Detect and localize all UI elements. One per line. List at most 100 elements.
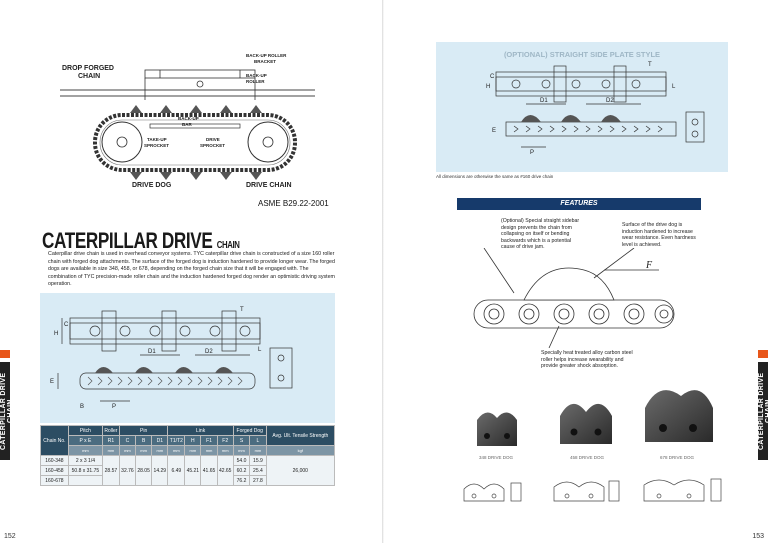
label-drive-sp-2: SPROCKET	[200, 143, 225, 148]
opt-dim-d2: D2	[606, 98, 614, 104]
optional-style-drawing: D1 D2 T L H C E P	[486, 62, 705, 156]
dim-e: E	[50, 379, 54, 385]
cell-b: 28.05	[135, 455, 153, 486]
standard-reference: ASME B29.22-2001	[258, 199, 329, 208]
dim-b: B	[80, 404, 84, 410]
unit-cell: mm	[102, 445, 120, 456]
cell-s: 60.2	[232, 465, 251, 476]
cell-pe	[67, 475, 104, 486]
title-main: CATERPILLAR DRIVE	[42, 228, 213, 253]
model-cell: 160-458	[40, 465, 69, 476]
model-cell: 160-678	[40, 475, 69, 486]
label-chain: CHAIN	[78, 73, 100, 80]
feature-hardened-text: Surface of the drive dog is induction ha…	[622, 222, 696, 248]
cell-l: 27.8	[249, 475, 267, 486]
unit-cell: mm	[67, 445, 104, 456]
opt-dim-h: H	[486, 84, 490, 90]
label-drop-forged: DROP FORGED	[62, 65, 114, 72]
side-tab-label: CATERPILLAR DRIVE CHAIN	[758, 362, 768, 460]
right-page: (OPTIONAL) STRAIGHT SIDE PLATE STYLE	[384, 0, 768, 543]
dim-t: T	[240, 307, 244, 313]
label-drive-dog: DRIVE DOG	[132, 182, 172, 189]
th2-b: B	[135, 435, 153, 446]
spec-table-wrap: Chain No. Pitch Roller Pin Link Forged D…	[40, 425, 336, 495]
unit-cell: mm	[167, 445, 186, 456]
th2-d1: D1	[151, 435, 169, 446]
th-link: Link	[167, 425, 234, 436]
unit-cell: mm	[151, 445, 169, 456]
label-takeup-1: TAKE-UP	[147, 137, 167, 142]
label-drive-chain: DRIVE CHAIN	[246, 182, 292, 189]
features-illustration: F	[473, 248, 675, 348]
label-backup-bar-1: BACK-UP	[178, 116, 199, 121]
label-backup-roller-1: BACK-UP	[246, 73, 267, 78]
feature-sidebar-text: (Optional) Special straight sidebar desi…	[501, 218, 580, 251]
unit-cell: kgf	[265, 445, 336, 456]
dog-caption-458: 458 DRIVE DOG	[569, 455, 604, 460]
th2-pe: P x E	[67, 435, 104, 446]
caterpillar-drive-diagram: DROP FORGED CHAIN BACK-UP ROLLER BRACKET…	[60, 53, 315, 189]
unit-cell: mm	[118, 445, 137, 456]
cell-l: 25.4	[249, 465, 267, 476]
unit-cell: mm	[216, 445, 234, 456]
dim-h: H	[54, 331, 58, 337]
table-row: 160-678 76.2 27.8	[40, 475, 335, 486]
spec-table: Chain No. Pitch Roller Pin Link Forged D…	[40, 425, 336, 486]
left-page: DROP FORGED CHAIN BACK-UP ROLLER BRACKET…	[0, 53, 336, 540]
th-forged-dog: Forged Dog	[232, 425, 267, 436]
cell-s: 76.2	[232, 475, 251, 486]
cell-c: 32.76	[118, 455, 137, 486]
dim-p: P	[112, 404, 116, 410]
th2-h: H	[184, 435, 202, 446]
optional-style-panel: (OPTIONAL) STRAIGHT SIDE PLATE STYLE	[436, 42, 728, 172]
model-cell: 160-348	[40, 455, 69, 466]
page-number-right: 153	[752, 533, 764, 540]
cell-pe: 50.8 x 31.75	[67, 465, 104, 476]
th2-l: L	[249, 435, 267, 446]
dog-caption-348: 348 DRIVE DOG	[478, 455, 513, 460]
cell-f1: 41.65	[200, 455, 218, 486]
side-tab-right: CATERPILLAR DRIVE CHAIN	[758, 350, 768, 460]
th2-t: T1/T2	[167, 435, 186, 446]
label-backup-roller-bracket-2: BRACKET	[254, 59, 276, 64]
table-row: 160-458 50.8 x 31.75 60.2 25.4	[40, 465, 335, 476]
dog-caption-678: 678 DRIVE DOG	[659, 455, 694, 460]
th-chain-no: Chain No.	[40, 425, 69, 456]
cell-d1: 14.29	[151, 455, 169, 486]
table-row: 160-348 2 x 3 1/4 28.57 32.76 28.05 14.2…	[40, 455, 336, 486]
opt-dim-e: E	[492, 128, 496, 134]
dim-d2: D2	[205, 349, 213, 355]
label-backup-bar-2: BAR	[182, 122, 192, 127]
cell-tensile: 26,000	[265, 455, 336, 486]
th-roller: Roller	[102, 425, 120, 436]
th2-r1: R1	[102, 435, 120, 446]
unit-cell: mm	[135, 445, 153, 456]
label-backup-roller-2: ROLLER	[246, 79, 265, 84]
dimension-drawing-panel: D1 D2 T L H C E P B	[40, 293, 335, 423]
opt-dim-p: P	[530, 150, 534, 156]
label-takeup-2: SPROCKET	[144, 143, 169, 148]
th-pin: Pin	[118, 425, 169, 436]
side-tab-left: CATERPILLAR DRIVE CHAIN	[0, 350, 14, 460]
dim-d1: D1	[148, 349, 156, 355]
opt-dim-c: C	[490, 74, 495, 80]
th2-f2: F2	[216, 435, 234, 446]
opt-dim-l: L	[672, 84, 676, 90]
page-number-left: 152	[4, 533, 16, 540]
unit-cell: mm	[200, 445, 218, 456]
cell-t: 6.49	[167, 455, 186, 486]
label-drive-sp-1: DRIVE	[206, 137, 220, 142]
th-tensile: Avg. Ult. Tensile Strength	[265, 425, 336, 446]
th2-s: S	[232, 435, 251, 446]
dog-458-image	[560, 403, 612, 444]
side-tab-accent	[758, 350, 768, 358]
th2-c: C	[118, 435, 137, 446]
feature-roller-text: Specially heat treated alloy carbon stee…	[541, 350, 633, 370]
th2-f1: F1	[200, 435, 218, 446]
cell-l: 15.9	[249, 455, 267, 466]
unit-cell: mm	[232, 445, 251, 456]
th-pitch: Pitch	[67, 425, 104, 436]
dim-c: C	[64, 322, 69, 328]
cell-r1: 28.57	[102, 455, 120, 486]
title-small: CHAIN	[216, 240, 240, 251]
